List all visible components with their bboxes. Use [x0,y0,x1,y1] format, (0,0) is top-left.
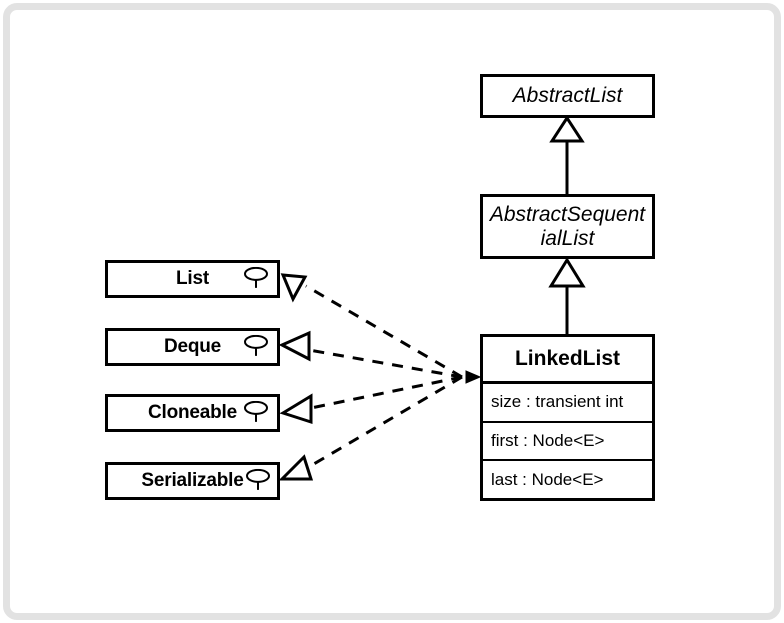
class-attribute-last: last : Node<E> [491,469,604,489]
lollipop-icon [244,400,268,422]
class-name-linkedlist: LinkedList [483,337,652,384]
class-attribute-size: size : transient int [483,384,652,423]
class-box-abstractlist[interactable]: AbstractList [480,74,655,118]
class-box-abstractsequentiallist[interactable]: AbstractSequent ialList [480,194,655,259]
class-name-line-2: ialList [540,226,595,250]
class-name-abstractlist: AbstractList [512,84,623,108]
interface-name-deque: Deque [163,336,222,357]
class-box-linkedlist[interactable]: LinkedList size : transient int first : … [480,334,655,501]
interface-box-deque[interactable]: Deque [105,328,280,366]
interface-name-serializable: Serializable [141,470,244,491]
interface-box-serializable[interactable]: Serializable [105,462,280,500]
interface-box-cloneable[interactable]: Cloneable [105,394,280,432]
interface-box-list[interactable]: List [105,260,280,298]
lollipop-icon [246,468,270,490]
lollipop-icon [244,334,268,356]
interface-name-list: List [176,268,209,289]
interface-name-cloneable: Cloneable [148,402,237,423]
class-name-line-1: AbstractSequent [489,202,646,226]
lollipop-icon [244,266,268,288]
class-attribute-first: first : Node<E> [483,423,652,462]
class-name-abstractsequentiallist: AbstractSequent ialList [486,203,649,250]
